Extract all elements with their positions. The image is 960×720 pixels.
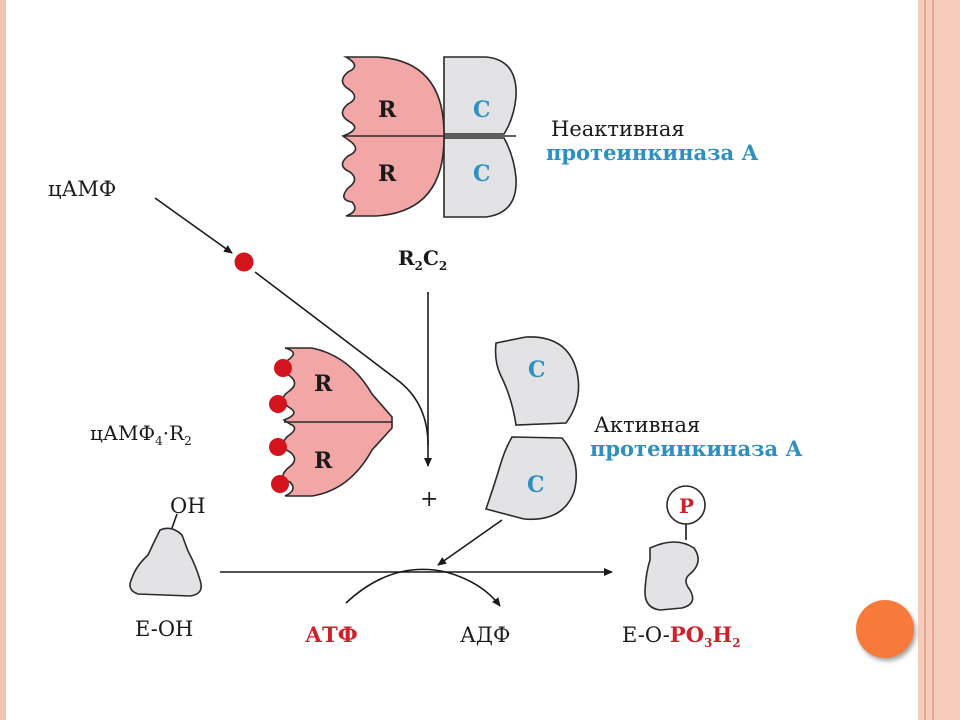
active-catalytic-subunits: C C [484, 336, 580, 521]
phosphorylated-protein: P [644, 485, 706, 611]
inactive-kinase-label-2: протеинкиназа А [546, 140, 759, 165]
camp-label: цАМФ [48, 177, 116, 201]
active-kinase-label-2: протеинкиназа А [590, 436, 803, 461]
subunit-r-label: R [314, 448, 333, 474]
subunit-c-label: C [473, 161, 491, 187]
free-catalytic-subunit-top [494, 336, 580, 426]
catalytic-subunit-bottom [443, 137, 517, 218]
camp-regulatory-complex: R R [269, 347, 393, 497]
camp-arrow [154, 197, 233, 254]
plus-sign: + [420, 487, 438, 512]
frame-line [924, 0, 926, 720]
atp-label: АТФ [305, 622, 358, 647]
substrate-shape [129, 527, 203, 597]
bound-camp-dot [274, 359, 292, 377]
catalytic-subunit-top [443, 56, 517, 135]
slide-frame-left [0, 0, 6, 720]
product-shape [644, 541, 699, 611]
subunit-r-label: R [378, 161, 397, 187]
r2c2-formula: R2C2 [398, 246, 447, 273]
bound-camp-dot [269, 438, 287, 456]
hydroxyl-bond [171, 513, 178, 529]
hydroxyl-label: OH [170, 494, 206, 518]
slide-accent-dot [856, 600, 914, 658]
inactive-complex: R R C C [341, 56, 517, 218]
atp-adp-arrow [345, 568, 501, 607]
bound-camp-dot [269, 395, 287, 413]
subunit-c-label: C [528, 357, 546, 383]
subunit-c-label: C [473, 97, 491, 123]
active-kinase-label-1: Активная [594, 413, 700, 437]
catalysis-arrow [437, 519, 503, 566]
adp-label: АДФ [460, 623, 510, 647]
subunit-r-label: R [314, 371, 333, 397]
camp-r2-formula: цАМФ4·R2 [90, 421, 192, 448]
camp-molecule-dot [234, 252, 254, 272]
subunit-c-label: C [527, 472, 545, 498]
inactive-kinase-label-1: Неактивная [551, 117, 685, 141]
free-catalytic-subunit-bottom [484, 436, 578, 521]
subunit-r-label: R [378, 97, 397, 123]
substrate-label: E-OH [135, 617, 193, 641]
product-label: E-O-PO3H2 [622, 622, 741, 650]
phosphate-label: P [679, 494, 694, 518]
slide-frame-right [918, 0, 960, 720]
frame-line [932, 0, 934, 720]
substrate-protein [129, 513, 203, 597]
bound-camp-dot [271, 475, 289, 493]
